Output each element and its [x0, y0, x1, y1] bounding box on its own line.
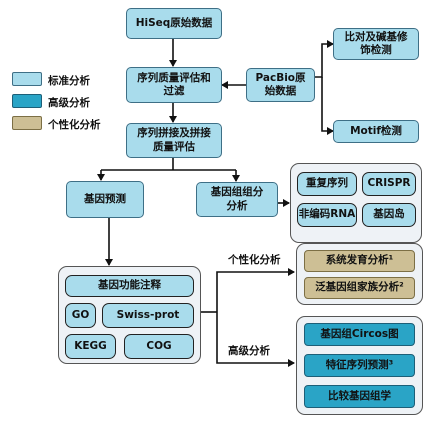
arrow-pacbio-to-methylation	[315, 40, 334, 78]
node-gene-prediction: 基因预测	[66, 181, 144, 218]
annotation-title: 基因功能注释	[65, 275, 194, 297]
arrow-pacbio-to-motif	[321, 77, 334, 135]
node-methylation-detection: 比对及碱基修饰检测	[333, 28, 419, 60]
advanced-item-circos: 基因组Circos图	[304, 323, 415, 346]
node-motif-detection: Motif检测	[333, 120, 419, 143]
arrow-to-personalized	[216, 268, 295, 312]
legend-swatch-personalized	[12, 116, 42, 130]
arrow-to-advanced	[216, 312, 295, 367]
branch-label-personalized: 个性化分析	[228, 254, 281, 266]
node-pacbio-raw-data: PacBio原始数据	[246, 68, 315, 102]
component-item-genomic-island: 基因岛	[362, 203, 416, 227]
personalized-item-phylogeny: 系统发育分析¹	[304, 250, 415, 272]
component-item-crispr: CRISPR	[362, 172, 416, 196]
legend-swatch-standard	[12, 72, 42, 86]
annotation-item-cog: COG	[124, 334, 194, 359]
annotation-item-swissprot: Swiss-prot	[102, 303, 194, 328]
branch-label-advanced: 高级分析	[228, 345, 270, 357]
legend-swatch-advanced	[12, 94, 42, 108]
node-assembly: 序列拼接及拼接质量评估	[126, 123, 222, 158]
node-hiseq-raw-data: HiSeq原始数据	[126, 8, 222, 39]
legend-label-standard: 标准分析	[48, 75, 90, 87]
node-quality-control: 序列质量评估和过滤	[126, 67, 222, 103]
node-genome-component: 基因组组分分析	[196, 182, 278, 217]
advanced-item-comparative-genomics: 比较基因组学	[304, 385, 415, 408]
legend-label-advanced: 高级分析	[48, 97, 90, 109]
annotation-item-kegg: KEGG	[65, 334, 116, 359]
personalized-item-pan-genome: 泛基因组家族分析²	[304, 277, 415, 299]
legend-label-personalized: 个性化分析	[48, 119, 101, 131]
component-item-ncrna: 非编码RNA	[297, 203, 357, 227]
advanced-item-feature-prediction: 特征序列预测³	[304, 354, 415, 377]
annotation-item-go: GO	[65, 303, 96, 328]
component-item-repeat-sequence: 重复序列	[297, 172, 357, 196]
